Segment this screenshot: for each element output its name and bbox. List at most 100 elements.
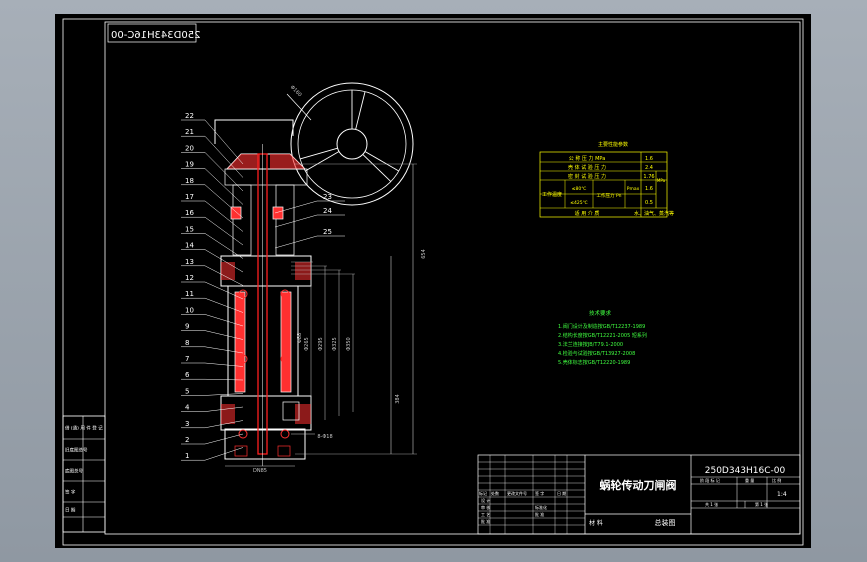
balloon-leader (204, 249, 244, 273)
spec-table-title: 主要性能参数 (598, 141, 628, 148)
bolt-right (272, 206, 284, 220)
bottom-nut (277, 445, 291, 457)
spec-table-box (539, 151, 668, 218)
body-bolt (238, 354, 248, 364)
part-balloon: 10 (185, 306, 194, 314)
title-header-cell: 处数 (491, 490, 499, 496)
part-balloon: 22 (185, 112, 194, 120)
title-block: 标记处数更改文件号签 字日 期设 计审 核工 艺批 准标准化批 准蜗轮传动刀闸阀… (477, 454, 801, 535)
balloon-leader (204, 233, 244, 259)
balloon-leader (204, 406, 244, 412)
balloon-leader (204, 362, 244, 367)
title-stage-cell: 重 量 (745, 477, 754, 483)
spec-unit: MPa (657, 178, 666, 183)
handwheel-hub (336, 128, 368, 160)
dim-label: Φ265 (304, 337, 310, 350)
dim-label: Φ88 (297, 333, 303, 343)
part-balloon: 9 (185, 323, 189, 331)
balloon-leader (204, 330, 244, 340)
spec-value: 1.76 (643, 174, 654, 180)
handwheel-rim-outer (290, 82, 414, 206)
balloon-leader (204, 200, 244, 232)
spec-work-label: 工作温度 (542, 191, 562, 198)
gate-left (234, 291, 246, 393)
body-bolt (238, 289, 248, 299)
balloon-leader (204, 168, 244, 205)
balloon-leader (204, 281, 244, 300)
part-balloon: 15 (185, 225, 194, 233)
dim-label: Φ325 (332, 337, 338, 350)
spec-label: 密 封 试 验 压 力 (568, 173, 606, 180)
part-balloon: 25 (323, 228, 332, 236)
spec-work-value: 1.6 (645, 186, 653, 192)
dim-label: 654 (421, 249, 427, 259)
title-signature-row: 工 艺 (481, 512, 490, 517)
part-balloon: 19 (185, 161, 194, 169)
balloon-leader (204, 119, 244, 165)
note-item: 5.壳体标志按GB/T12220-1989 (558, 359, 630, 366)
note-item: 2.结构长度按GB/T12221-2005 短系列 (558, 332, 647, 339)
dim-label: 384 (395, 394, 401, 404)
part-balloon: 23 (323, 193, 332, 201)
body-bolt (238, 429, 248, 439)
part-balloon: 8 (185, 339, 189, 347)
balloon-leader (204, 447, 244, 461)
spec-label: 壳 体 试 验 压 力 (568, 164, 606, 171)
inner-border (104, 21, 801, 535)
spec-label: 公 称 压 力 MPa (569, 155, 606, 162)
gear-housing (224, 168, 308, 186)
bolt-left (230, 206, 242, 220)
part-balloon: 3 (185, 420, 189, 428)
spec-work-temp: ≤80℃ (572, 186, 587, 192)
part-balloon: 7 (185, 355, 189, 363)
title-sheet-index: 第 1 张 (755, 501, 768, 507)
body-bolt (280, 289, 290, 299)
balloon-leader (274, 214, 318, 228)
title-header-cell: 更改文件号 (507, 490, 527, 496)
part-balloon: 11 (185, 290, 194, 298)
spec-work-pmax: Pmax (627, 186, 640, 192)
part-balloon: 20 (185, 144, 194, 152)
title-signature-row: 审 核 (481, 504, 490, 510)
body-bolt (280, 429, 290, 439)
title-sheet: 总装图 (655, 518, 676, 527)
balloon-leader (204, 184, 244, 219)
part-balloon: 17 (185, 193, 194, 201)
part-balloon: 24 (323, 207, 332, 215)
bottom-nut (234, 445, 248, 457)
spec-work-pressure: 工作压力 Pn (597, 192, 622, 199)
part-balloons-right: 23 24 25 (274, 193, 345, 249)
body-bolt (280, 354, 290, 364)
gearbox-hatch (227, 154, 260, 169)
spec-work-value: 0.5 (645, 200, 653, 206)
mirrored-box (107, 23, 197, 43)
dim-label: Φ160 (289, 84, 303, 98)
spec-label: 适 用 介 质 (575, 210, 600, 217)
handwheel-leader (286, 93, 312, 121)
dim-label: Φ295 (318, 337, 324, 350)
note-item: 4.检验与试验按GB/T13927-2008 (558, 350, 635, 357)
gate-right (280, 291, 292, 393)
handwheel-spoke (299, 147, 338, 160)
note-item: 3.法兰连接按JB/T79.1-2000 (558, 341, 623, 348)
balloon-leader (204, 265, 244, 286)
bottom-flange (224, 428, 306, 460)
spec-value: 水、油气、蒸汽等 (634, 210, 674, 217)
outer-border (62, 18, 804, 546)
handwheel-spoke (364, 151, 399, 172)
part-balloon: 12 (185, 274, 194, 282)
gearbox-hatch (270, 154, 305, 169)
part-balloon: 5 (185, 387, 189, 395)
handwheel (286, 82, 414, 206)
balloon-leader (274, 200, 318, 214)
spec-value: 1.6 (645, 156, 653, 162)
title-stage-cell: 比 例 (772, 477, 781, 483)
balloon-leader (204, 297, 244, 313)
